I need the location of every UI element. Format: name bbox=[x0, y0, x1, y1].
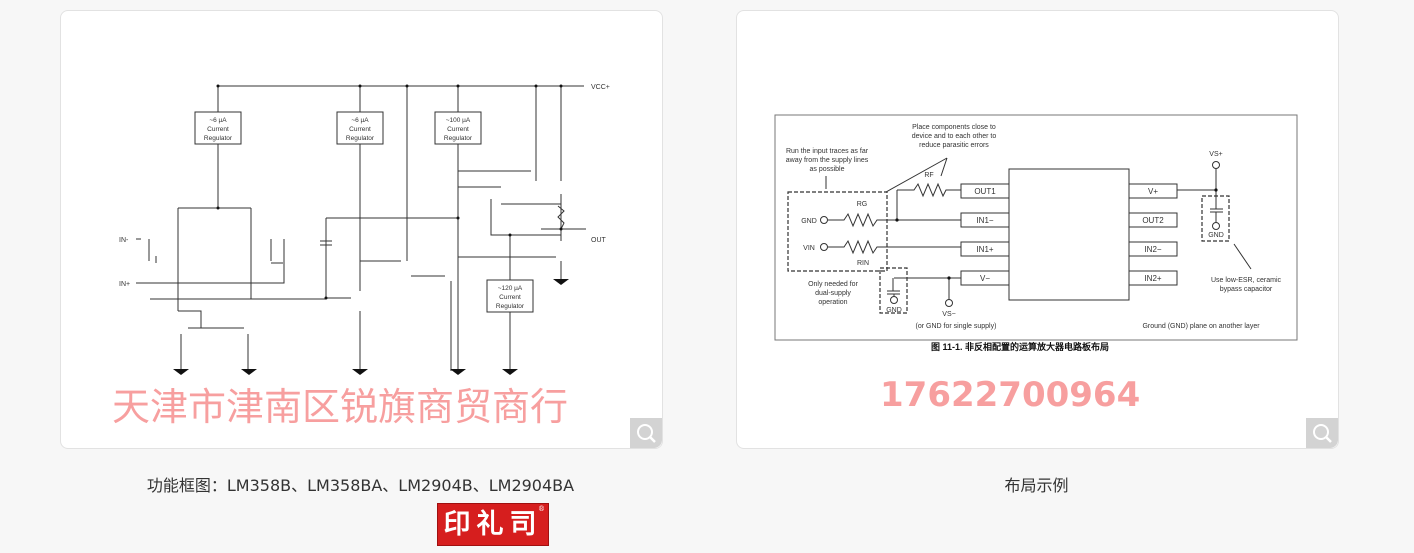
svg-text:Use low-ESR, ceramic: Use low-ESR, ceramic bbox=[1211, 277, 1282, 284]
magnifier-icon bbox=[637, 424, 656, 443]
svg-text:RG: RG bbox=[857, 201, 868, 208]
svg-text:OUT1: OUT1 bbox=[974, 187, 996, 196]
svg-text:IN-: IN- bbox=[119, 237, 129, 244]
logo-text: 印礼司 bbox=[443, 509, 543, 540]
functional-block-diagram: VCC+ ~6 µA Current Regulator ~6 µA Curre… bbox=[119, 84, 610, 375]
svg-text:bypass capacitor: bypass capacitor bbox=[1220, 286, 1273, 293]
svg-text:Run the input traces as far: Run the input traces as far bbox=[786, 148, 869, 155]
svg-text:dual-supply: dual-supply bbox=[815, 290, 851, 297]
svg-text:~6 µA: ~6 µA bbox=[209, 117, 227, 124]
svg-text:GND: GND bbox=[886, 307, 902, 314]
svg-text:OUT: OUT bbox=[591, 237, 607, 244]
svg-text:RF: RF bbox=[924, 172, 933, 179]
svg-text:Ground (GND) plane on another: Ground (GND) plane on another layer bbox=[1142, 323, 1260, 330]
svg-text:(or GND for single supply): (or GND for single supply) bbox=[916, 323, 997, 330]
regulator-box: ~6 µA Current Regulator bbox=[194, 111, 242, 145]
svg-text:Current: Current bbox=[349, 126, 371, 133]
svg-text:Current: Current bbox=[499, 294, 521, 301]
svg-text:IN+: IN+ bbox=[119, 281, 130, 288]
svg-text:RIN: RIN bbox=[857, 260, 869, 267]
magnifier-icon bbox=[1313, 424, 1332, 443]
svg-text:operation: operation bbox=[818, 299, 847, 306]
caption-layout-example: 布局示例 bbox=[1004, 476, 1069, 495]
caption-functional-block-diagram: 功能框图：LM358B、LM358BA、LM2904B、LM2904BA bbox=[146, 476, 575, 495]
zoom-image-button[interactable] bbox=[1306, 418, 1338, 448]
svg-text:GND: GND bbox=[801, 218, 817, 225]
svg-text:Current: Current bbox=[447, 126, 469, 133]
regulator-box: ~6 µA Current Regulator bbox=[336, 111, 384, 145]
svg-text:Place components close to: Place components close to bbox=[912, 124, 996, 131]
svg-text:away from the supply lines: away from the supply lines bbox=[786, 157, 869, 164]
svg-text:VIN: VIN bbox=[803, 245, 815, 252]
image-card-layout-example[interactable]: OUT1 IN1− IN1+ V− V+ OUT2 IN2− IN2+ Run … bbox=[736, 10, 1339, 449]
svg-text:图 11-1. 非反相配置的运算放大器电路板布局: 图 11-1. 非反相配置的运算放大器电路板布局 bbox=[931, 341, 1109, 352]
ic-pins-left: OUT1 IN1− IN1+ V− bbox=[960, 183, 1010, 286]
svg-text:Only needed for: Only needed for bbox=[808, 281, 858, 288]
svg-text:OUT2: OUT2 bbox=[1142, 216, 1164, 225]
regulator-box: ~100 µA Current Regulator bbox=[434, 111, 482, 145]
image-card-functional-block-diagram[interactable]: VCC+ ~6 µA Current Regulator ~6 µA Curre… bbox=[60, 10, 663, 449]
svg-text:IN2−: IN2− bbox=[1144, 245, 1161, 254]
svg-text:~100 µA: ~100 µA bbox=[446, 117, 471, 124]
svg-text:as possible: as possible bbox=[809, 166, 844, 173]
brand-logo[interactable]: 印礼司 ® bbox=[437, 503, 549, 546]
registered-mark: ® bbox=[538, 505, 545, 513]
svg-text:Regulator: Regulator bbox=[204, 135, 233, 142]
svg-text:~6 µA: ~6 µA bbox=[351, 117, 369, 124]
svg-text:Regulator: Regulator bbox=[444, 135, 473, 142]
svg-text:Current: Current bbox=[207, 126, 229, 133]
regulator-box: ~120 µA Current Regulator bbox=[486, 279, 534, 313]
svg-text:VS+: VS+ bbox=[1209, 151, 1222, 158]
layout-example-diagram: OUT1 IN1− IN1+ V− V+ OUT2 IN2− IN2+ Run … bbox=[774, 114, 1298, 352]
svg-text:VCC+: VCC+ bbox=[591, 84, 610, 91]
svg-text:Regulator: Regulator bbox=[346, 135, 375, 142]
svg-text:device and to each other to: device and to each other to bbox=[912, 133, 997, 140]
svg-text:Regulator: Regulator bbox=[496, 303, 525, 310]
svg-text:reduce parasitic errors: reduce parasitic errors bbox=[919, 142, 989, 149]
svg-text:GND: GND bbox=[1208, 232, 1224, 239]
svg-text:~120 µA: ~120 µA bbox=[498, 285, 523, 292]
svg-text:VS−: VS− bbox=[942, 311, 955, 318]
svg-text:IN2+: IN2+ bbox=[1144, 274, 1161, 283]
ic-pins-right: V+ OUT2 IN2− IN2+ bbox=[1128, 183, 1178, 286]
svg-text:V−: V− bbox=[980, 274, 990, 283]
svg-text:V+: V+ bbox=[1148, 187, 1158, 196]
svg-text:IN1+: IN1+ bbox=[976, 245, 993, 254]
zoom-image-button[interactable] bbox=[630, 418, 662, 448]
svg-text:IN1−: IN1− bbox=[976, 216, 993, 225]
ground-symbols bbox=[173, 279, 569, 375]
